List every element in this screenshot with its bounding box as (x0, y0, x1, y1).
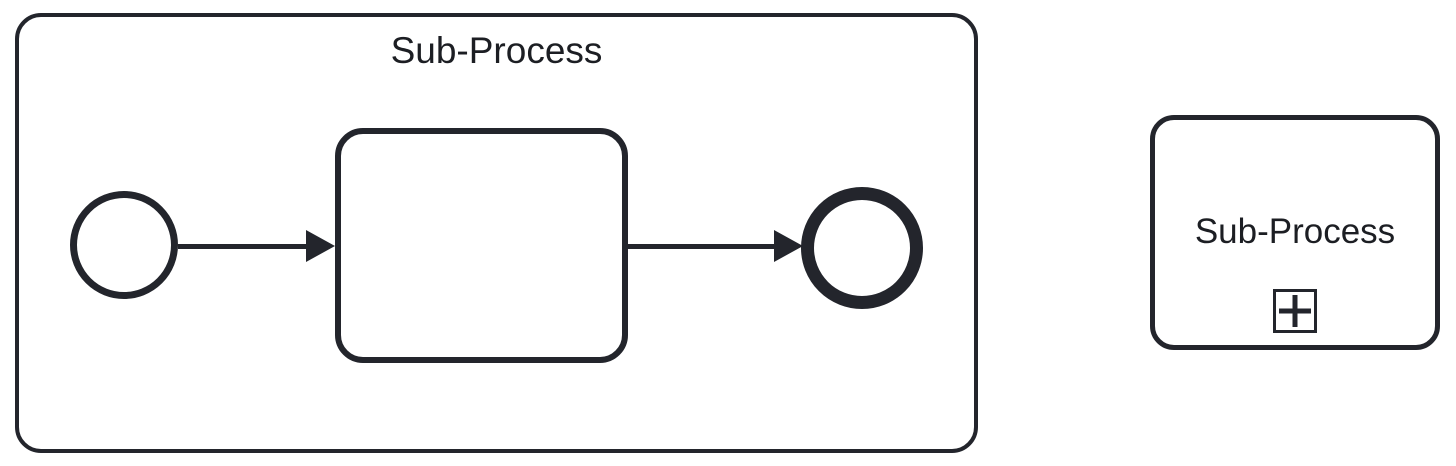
sequence-flow-line (178, 244, 310, 249)
sequence-flow-line (628, 244, 778, 249)
expanded-subprocess-label: Sub-Process (390, 30, 603, 71)
subprocess-expand-marker[interactable] (1273, 289, 1317, 333)
collapsed-subprocess-shape[interactable]: Sub-Process (1150, 115, 1440, 350)
sequence-flow-arrowhead (774, 230, 803, 262)
expanded-subprocess-shape[interactable]: Sub-Process (15, 13, 978, 453)
collapsed-subprocess-label: Sub-Process (1194, 212, 1396, 251)
plus-icon (1292, 295, 1298, 327)
start-event-shape[interactable] (70, 191, 178, 299)
end-event-shape[interactable] (801, 187, 923, 309)
sequence-flow-arrowhead (306, 230, 335, 262)
task-shape[interactable] (335, 128, 628, 363)
